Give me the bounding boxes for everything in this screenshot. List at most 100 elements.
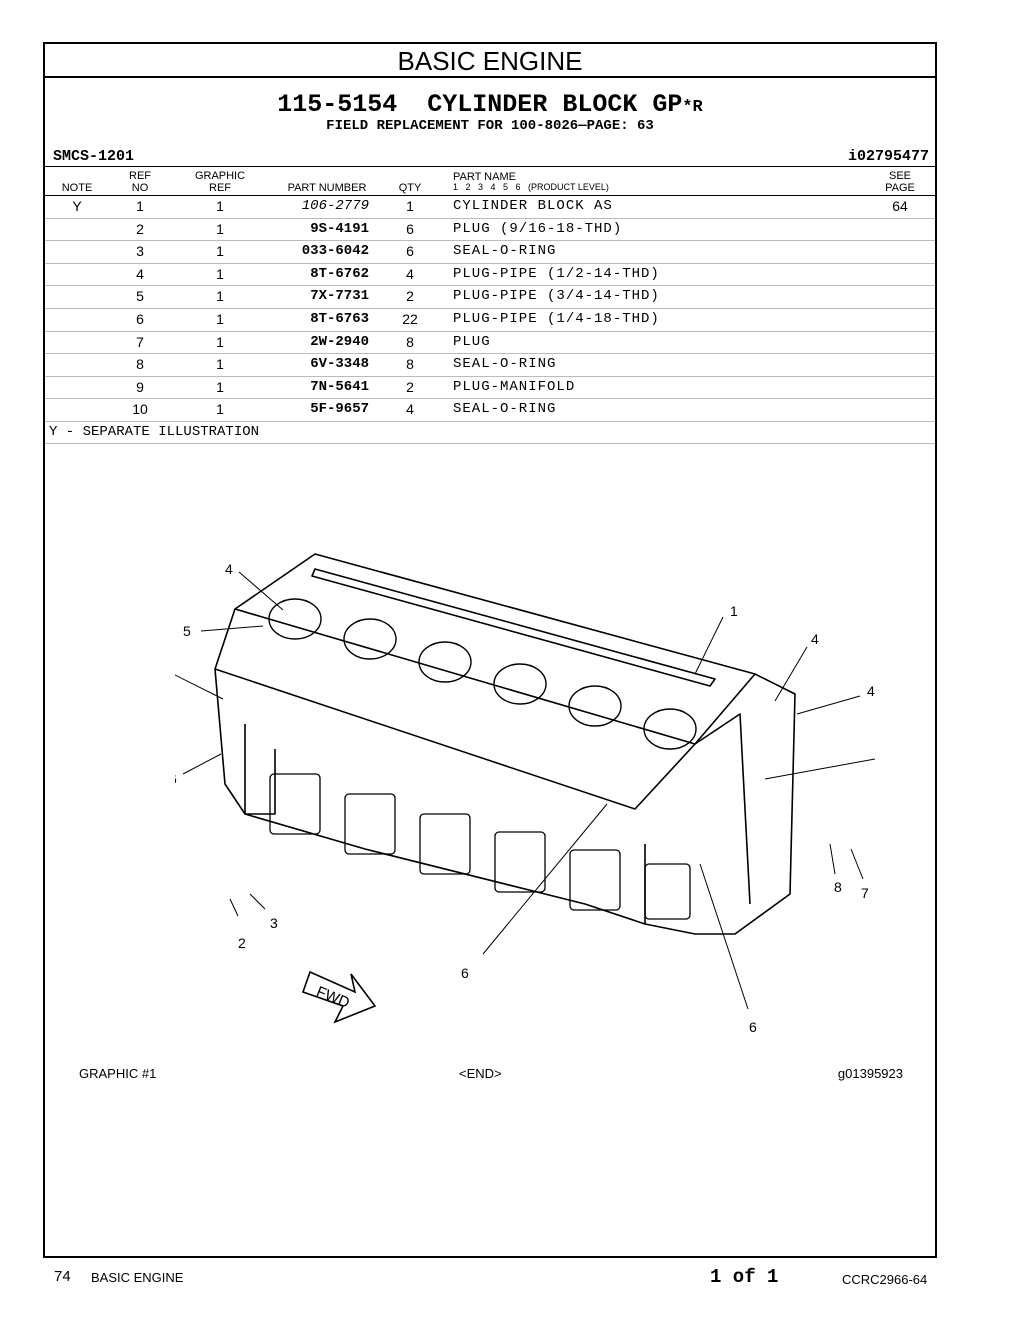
row-part-name: SEAL-O-RING: [453, 243, 557, 260]
row-qty: 8: [406, 356, 414, 373]
row-graphic-ref: 1: [216, 243, 224, 260]
row-part-number: 6V-3348: [310, 356, 369, 373]
row-part-number: 7X-7731: [310, 288, 369, 305]
row-see-page: 64: [892, 198, 908, 214]
block-right-face: [694, 713, 751, 905]
row-ref-no: 8: [136, 356, 144, 373]
graphic-id: g01395923: [837, 1066, 903, 1081]
row-graphic-ref: 1: [216, 265, 224, 282]
callout-1: 1: [730, 603, 738, 619]
col-see-line2: PAGE: [885, 182, 915, 194]
page-of-count: 1 of 1: [710, 1266, 779, 1288]
end-marker: <END>: [459, 1066, 502, 1081]
row-note: Y: [72, 198, 82, 214]
row-ref-no: 7: [136, 333, 144, 350]
smcs-code: SMCS-1201: [53, 148, 135, 165]
block-lower-front: [244, 724, 646, 925]
callout-leaders: [175, 571, 875, 1010]
graphic-label: GRAPHIC #1: [79, 1066, 157, 1081]
row-part-name: PLUG-PIPE (3/4-14-THD): [453, 288, 660, 305]
row-part-number: 9S-4191: [310, 220, 369, 237]
callout-7: 7: [861, 885, 869, 901]
row-graphic-ref: 1: [216, 378, 224, 395]
callout-labels: 4 5 6 6 1 4 4 9-10 3 2 6 6 8 7: [175, 561, 875, 1034]
row-graphic-ref: 1: [216, 198, 224, 214]
row-part-number: 5F-9657: [310, 401, 369, 418]
header-divider: [45, 166, 935, 167]
row-ref-no: 5: [136, 288, 144, 305]
row-ref-no: 2: [136, 220, 144, 237]
row-ref-no: 4: [136, 265, 144, 282]
table-row: 9 1 7N-5641 2 PLUG-MANIFOLD: [45, 377, 935, 400]
row-qty: 8: [406, 333, 414, 350]
table-row: Y 1 1 106-2779 1 CYLINDER BLOCK AS 64: [45, 195, 935, 219]
callout-4c: 4: [867, 683, 875, 699]
callout-2: 2: [238, 935, 246, 951]
document-code: CCRC2966-64: [842, 1272, 928, 1287]
block-left-end: [214, 608, 276, 815]
col-note: NOTE: [61, 182, 93, 194]
row-part-name: PLUG-MANIFOLD: [453, 378, 576, 395]
page-frame: BASIC ENGINE 115-5154 CYLINDER BLOCK GP*…: [43, 42, 937, 1258]
oil-rail-slot: [311, 568, 716, 687]
row-graphic-ref: 1: [216, 356, 224, 373]
block-top-deck: [234, 553, 756, 745]
callout-5: 5: [183, 623, 191, 639]
row-part-name: SEAL-O-RING: [453, 401, 557, 418]
cylinder-bores: [268, 598, 697, 750]
row-graphic-ref: 1: [216, 220, 224, 237]
col-product-level: 1 2 3 4 5 6 (PRODUCT LEVEL): [453, 182, 609, 192]
col-ref-line1: REF: [129, 170, 151, 182]
row-qty: 4: [406, 401, 414, 418]
row-part-number: 106-2779: [301, 198, 369, 214]
row-part-number: 7N-5641: [310, 378, 369, 395]
callout-8: 8: [834, 879, 842, 895]
title-name: CYLINDER BLOCK GP: [427, 90, 683, 119]
block-front-side: [214, 668, 696, 810]
section-title: BASIC ENGINE: [45, 44, 935, 78]
callout-6d: 6: [749, 1019, 757, 1034]
row-part-name: CYLINDER BLOCK AS: [453, 198, 613, 214]
row-part-name: PLUG (9/16-18-THD): [453, 220, 623, 237]
callout-4a: 4: [225, 561, 233, 577]
row-qty: 4: [406, 265, 414, 282]
footer-section: BASIC ENGINE: [91, 1270, 184, 1285]
col-gref-line1: GRAPHIC: [194, 170, 246, 182]
row-part-number: 8T-6762: [310, 265, 369, 282]
row-qty: 6: [406, 243, 414, 260]
row-ref-no: 6: [136, 310, 144, 327]
row-part-number: 033-6042: [301, 243, 369, 260]
cylinder-block-illustration: 4 5 6 6 1 4 4 9-10 3 2 6 6 8 7 FWD: [175, 553, 875, 1034]
document-id: i02795477: [847, 148, 929, 165]
row-qty: 2: [406, 378, 414, 395]
title-suffix: *R: [682, 98, 703, 117]
col-see-line1: SEE: [888, 170, 911, 182]
row-qty: 1: [406, 198, 414, 214]
col-qty: QTY: [398, 182, 422, 194]
row-part-number: 8T-6763: [310, 310, 369, 327]
row-ref-no: 1: [136, 198, 144, 214]
callout-4b: 4: [811, 631, 819, 647]
page-title: 115-5154 CYLINDER BLOCK GP*R: [45, 90, 935, 119]
row-qty: 2: [406, 288, 414, 305]
col-part-name: PART NAME: [453, 171, 516, 183]
row-qty: 6: [406, 220, 414, 237]
row-graphic-ref: 1: [216, 333, 224, 350]
callout-6c: 6: [461, 965, 469, 981]
title-part-number: 115-5154: [277, 90, 398, 119]
col-ref-line2: NO: [131, 182, 149, 194]
row-ref-no: 9: [136, 378, 144, 395]
callout-3: 3: [270, 915, 278, 931]
col-part-number: PART NUMBER: [287, 182, 367, 194]
block-right-end: [644, 673, 796, 935]
row-part-name: PLUG: [453, 333, 491, 350]
table-row: 2 1 9S-4191 6 PLUG (9/16-18-THD): [45, 219, 935, 242]
